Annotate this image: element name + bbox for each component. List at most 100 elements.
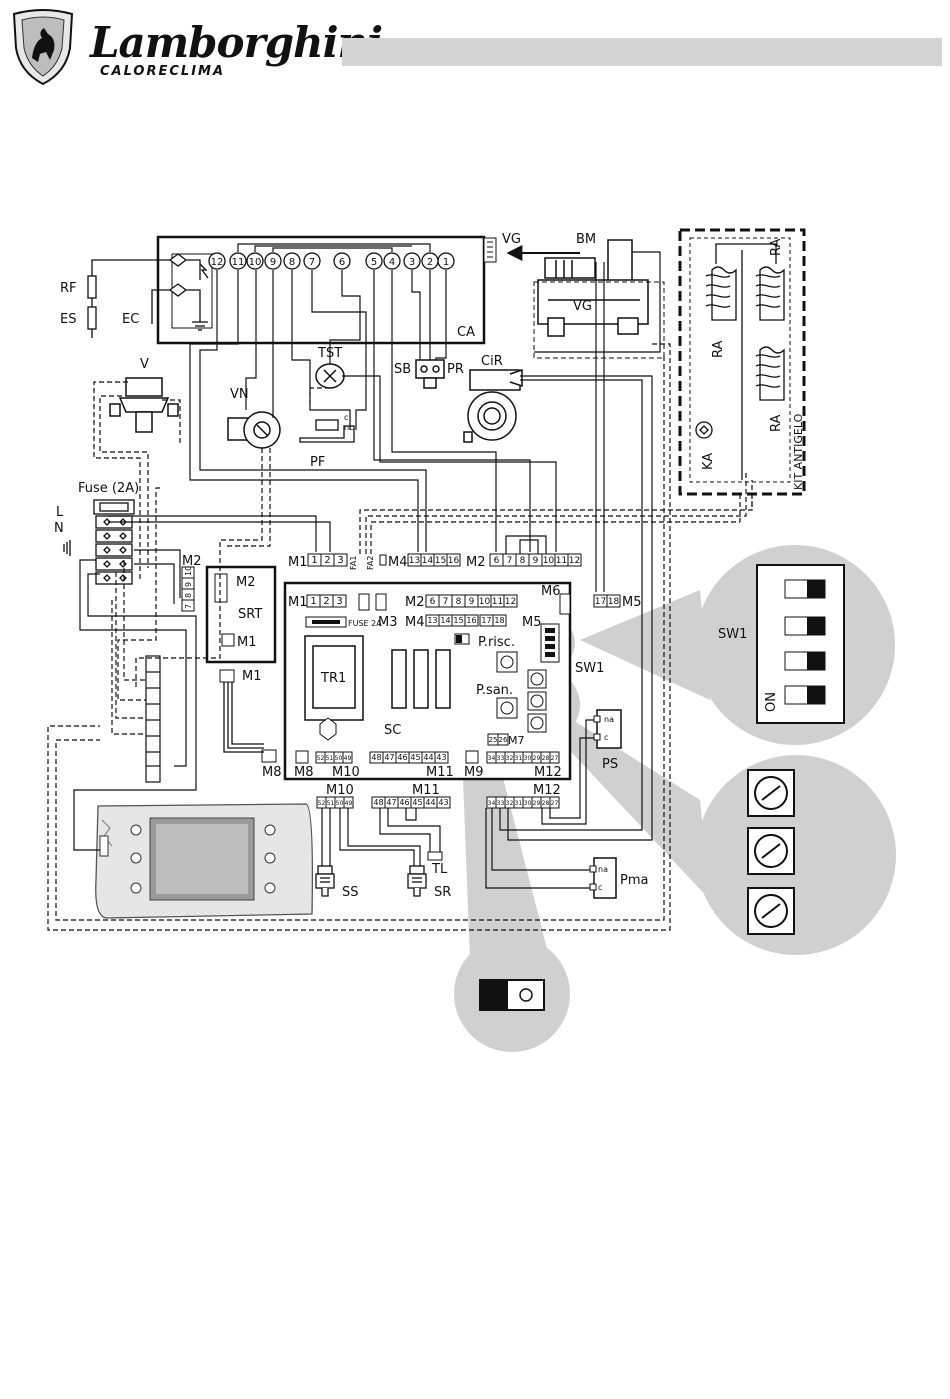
- sc-label: SC: [384, 723, 401, 738]
- brand-logo-text: Lamborghini: [90, 18, 383, 67]
- pump-cir: [463, 368, 523, 443]
- sc-m5-terminal-label: 17: [481, 616, 491, 625]
- sc-m2-terminal-label: 11: [492, 597, 503, 607]
- ra-label-3: RA: [769, 414, 784, 432]
- srt-box: M2 SRT M1: [205, 565, 277, 664]
- ca-terminal-8: [283, 252, 301, 270]
- m12-bot-terminal-label: 34: [488, 800, 496, 807]
- rf-label: RF: [60, 281, 77, 296]
- m12-bot-terminal-label: 30: [524, 800, 532, 807]
- sensor-sb-pr: [415, 359, 445, 389]
- m4-terminal-label: 15: [435, 556, 446, 566]
- ca-terminal-label: 8: [289, 257, 295, 268]
- sc-m11-terminal-label: 45: [410, 753, 420, 762]
- ca-terminal-9: [264, 252, 282, 270]
- m4-terminal-label: 14: [422, 556, 434, 566]
- pma-c-label: c: [598, 883, 602, 892]
- ca-terminal-label: 3: [409, 257, 415, 268]
- sc-m12-terminal-label: 30: [524, 755, 532, 762]
- m3-label: M3: [378, 615, 398, 630]
- m12-bot-terminal-label: 29: [533, 800, 541, 807]
- sw1-label: SW1: [575, 661, 604, 676]
- m8-label: M8: [294, 765, 314, 780]
- m1-terminal-label: 3: [337, 555, 343, 566]
- m2-top-label: M2: [466, 555, 486, 570]
- vg-valve-label: VG: [573, 299, 592, 314]
- m5-ext-label: M5: [622, 595, 642, 610]
- m5-ext-terminal-label: 18: [608, 597, 620, 607]
- pf-label: PF: [310, 455, 325, 470]
- sc-m10-terminal-label: 51: [326, 755, 334, 762]
- sc-m5-label: M5: [522, 615, 542, 630]
- pf-nc-label: nc: [344, 423, 353, 432]
- m2-terminal-12: [567, 553, 582, 567]
- pma-label: Pma: [620, 873, 648, 888]
- m2-side-terminal-label: 7: [184, 604, 193, 609]
- brand-subtitle: CALORECLIMA: [100, 64, 226, 79]
- m7-terminal-label: 26: [499, 736, 508, 744]
- m2-side-terminal-10: [181, 566, 195, 579]
- m11-bot-terminal-label: 46: [399, 798, 409, 807]
- srt-m1-label: M1: [237, 635, 257, 650]
- srt-label: SRT: [238, 607, 262, 622]
- fan-vn: [227, 411, 281, 449]
- m12-bot-terminal-label: 27: [551, 800, 559, 807]
- thermostat-tst: [315, 363, 345, 389]
- vn-label: VN: [230, 387, 249, 402]
- sc-m10-terminal-label: 52: [317, 755, 325, 762]
- m1-top-label: M1: [288, 555, 308, 570]
- lamborghini-bull-logo: [10, 8, 76, 86]
- ca-terminal-label: 5: [371, 257, 377, 268]
- ra-label-2: RA: [711, 340, 726, 358]
- vg-arrow-label: VG: [502, 232, 521, 247]
- ca-terminal-label: 7: [309, 257, 315, 268]
- m12-bot-terminal-label: 31: [515, 800, 523, 807]
- m7-terminal-26: [497, 733, 509, 746]
- sensor-ss: [315, 865, 335, 897]
- m2-terminal-label: 11: [556, 556, 567, 566]
- pma-na-label: na: [598, 865, 608, 874]
- m4-top-label: M4: [388, 555, 408, 570]
- ps-c-label: c: [604, 733, 608, 742]
- sc-m4-terminal-label: 14: [440, 616, 450, 625]
- ca-terminal-label: 6: [339, 257, 345, 268]
- sc-m5-terminal-18: [492, 614, 507, 627]
- m2-terminal-label: 6: [494, 556, 500, 566]
- ca-terminal-4: [383, 252, 401, 270]
- sc-m1-terminal-label: 1: [310, 596, 316, 607]
- ca-terminal-5: [365, 252, 383, 270]
- m9-label: M9: [464, 765, 484, 780]
- m10-bottom-label: M10: [326, 783, 354, 798]
- ca-terminal-12: [208, 252, 226, 270]
- m12-bot-terminal-label: 32: [506, 800, 514, 807]
- sc-m12-terminal-27: [549, 751, 560, 764]
- sc-m12-label: M12: [534, 765, 562, 780]
- sc-m10-terminal-49: [342, 751, 353, 764]
- kit-antigelo-box: RA RA RA KA KIT ANTIGELO: [678, 228, 806, 496]
- ra-label-1: RA: [769, 238, 784, 256]
- sc-m11-terminal-label: 47: [384, 753, 394, 762]
- fuse-label: Fuse (2A): [78, 481, 139, 496]
- m11-bot-terminal-label: 44: [425, 798, 435, 807]
- sc-m11-terminal-label: 48: [371, 753, 381, 762]
- m12-bottom-label: M12: [533, 783, 561, 798]
- m10-bot-terminal-label: 52: [318, 800, 326, 807]
- sc-m10-terminal-label: 50: [335, 755, 343, 762]
- m10-bot-terminal-label: 49: [345, 800, 353, 807]
- m2-side-terminal-label: 9: [184, 582, 193, 587]
- m5-ext-terminal-label: 17: [595, 597, 606, 607]
- sc-m4-terminal-label: 16: [466, 616, 476, 625]
- dip-switch-2: [784, 616, 826, 636]
- power-terminal-block: [63, 499, 135, 585]
- tr1-label: TR1: [320, 671, 346, 686]
- sc-m12-terminal-label: 31: [515, 755, 523, 762]
- tl-label: TL: [431, 862, 448, 877]
- p-risc-label: P.risc.: [478, 635, 515, 650]
- m4-terminal-16: [446, 553, 461, 567]
- m7-label: M7: [508, 734, 525, 747]
